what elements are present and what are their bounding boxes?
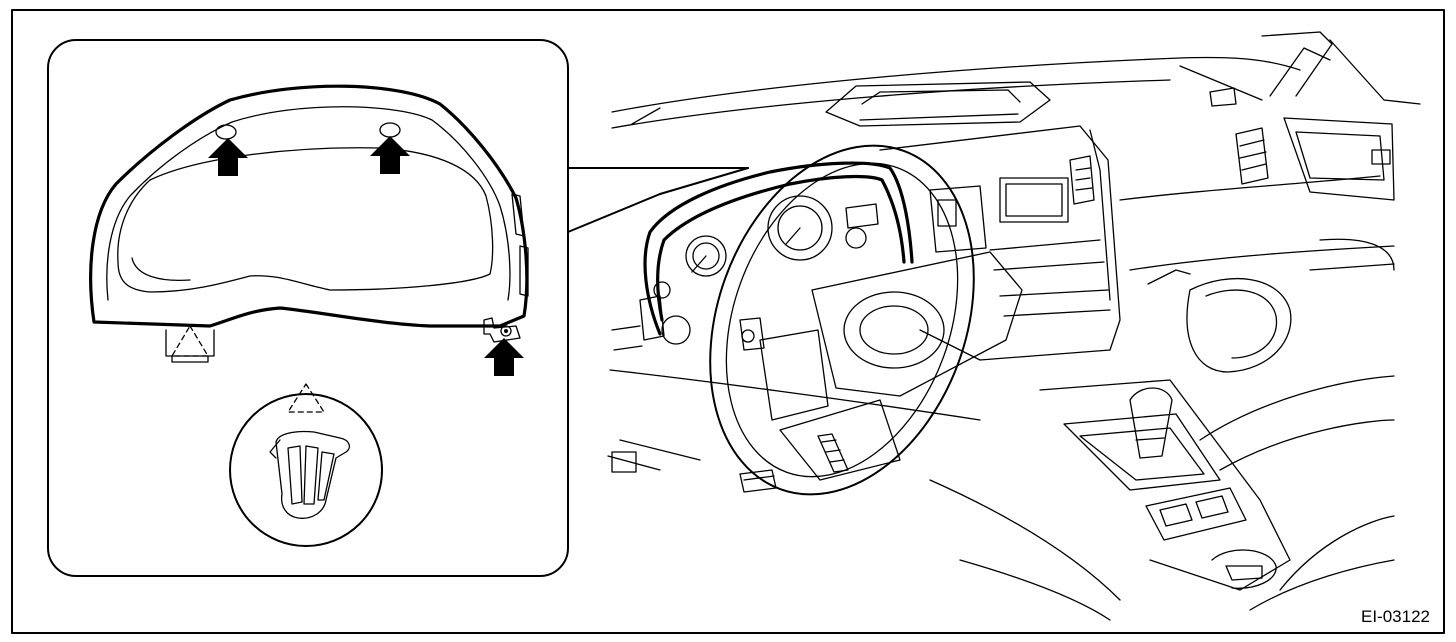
callout-leader [567, 167, 749, 233]
inset-frame [47, 39, 569, 577]
arrow-up-icon [484, 338, 524, 376]
clip-detail-circle [229, 393, 383, 547]
detail-inset [47, 39, 569, 577]
arrow-up-icon [208, 138, 248, 176]
dashed-triangle-icon [171, 325, 209, 357]
figure-border [11, 9, 1445, 634]
screw-bottom [500, 325, 512, 337]
figure-code: EI-03122 [1361, 607, 1430, 626]
screw-left [215, 124, 237, 140]
clip-icon [269, 430, 351, 519]
steering-wheel [709, 144, 975, 496]
dashed-triangle-icon [287, 383, 325, 413]
arrow-up-icon [370, 136, 410, 174]
instrument-panel-visor [89, 84, 529, 328]
dashboard-scene [607, 31, 1421, 621]
screw-right [379, 122, 401, 138]
highlighted-panel-outline [643, 161, 914, 336]
